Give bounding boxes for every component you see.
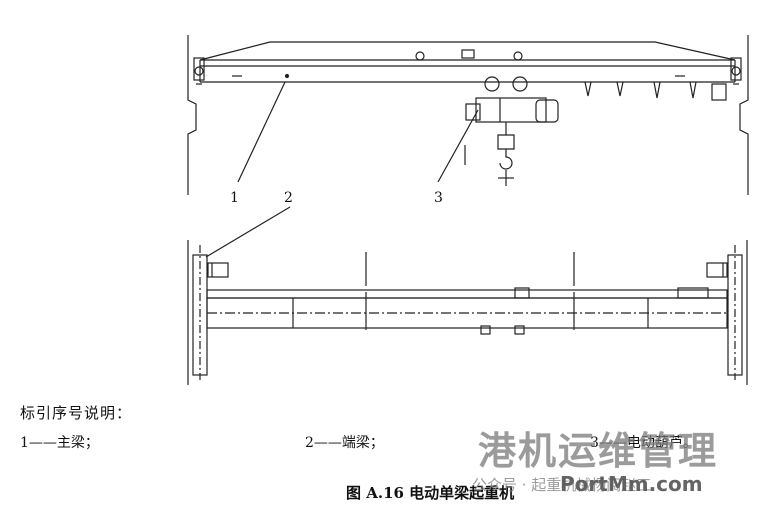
watermark-logo: 港机运维管理 (478, 429, 719, 473)
callout-3: 3 (434, 190, 443, 206)
right-column (739, 35, 749, 195)
callout-1: 1 (230, 190, 239, 206)
end-wheel-left (193, 57, 205, 85)
leader-line-2 (205, 206, 291, 258)
end-beam-motor-right (706, 262, 728, 278)
electric-hoist (464, 76, 559, 186)
rail-left (187, 240, 208, 385)
end-wheel-right (730, 57, 742, 85)
main-girder (199, 41, 736, 83)
callout-2: 2 (284, 190, 293, 206)
end-beam-motor-left (207, 262, 229, 278)
legend-item-end-beam: 2——端梁； (305, 435, 384, 451)
legend-title: 标引序号说明： (20, 404, 133, 422)
leader-line-3 (437, 109, 479, 183)
leader-line-1 (237, 81, 286, 183)
figure-caption: 图 A.16 电动单梁起重机 (346, 484, 515, 502)
main-girder-plan (206, 252, 728, 335)
legend-item-main-girder: 1——主梁； (20, 435, 99, 451)
watermark-site: PortMm.com (560, 472, 703, 496)
rail-right (727, 240, 748, 385)
festoon-cable (584, 81, 727, 101)
legend-item-hoist: 3——电动葫芦。 (590, 435, 697, 451)
watermark-subtitle: 公众号 · 起重机械杨阅赵工 (472, 476, 652, 494)
left-column (187, 35, 197, 195)
